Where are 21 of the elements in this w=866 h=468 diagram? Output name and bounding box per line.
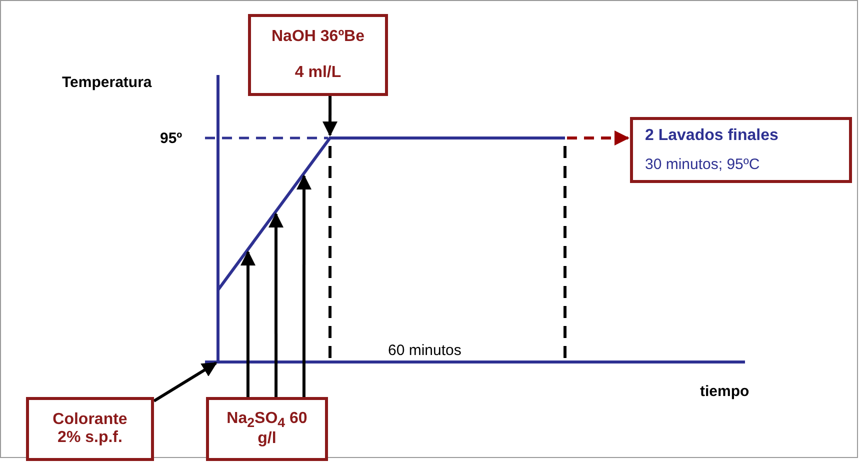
arrow bbox=[322, 96, 338, 136]
box-text: Na$_{2}$SO$_{4}$ 60 g/l bbox=[226, 410, 308, 448]
process-box bbox=[206, 397, 328, 461]
box-text: Colorante 2% s.p.f. bbox=[52, 411, 128, 447]
box-heading: 4 ml/L bbox=[294, 64, 342, 82]
box-text: 30 minutos; 95ºC bbox=[645, 156, 760, 173]
box-heading: 2 Lavados finales bbox=[645, 127, 778, 146]
axis-title: tiempo bbox=[700, 383, 750, 400]
arrow bbox=[296, 174, 312, 397]
temperature-curve bbox=[216, 136, 565, 291]
arrow bbox=[153, 362, 218, 402]
arrow bbox=[240, 250, 256, 397]
axis-title: Temperatura bbox=[62, 74, 152, 91]
process-box bbox=[630, 117, 852, 183]
tick-label: 95º bbox=[160, 130, 182, 147]
arrow bbox=[268, 212, 284, 397]
process-box bbox=[26, 397, 154, 461]
process-box bbox=[248, 14, 388, 96]
arrow bbox=[567, 130, 630, 146]
box-heading: NaOH 36ºBe bbox=[272, 28, 364, 46]
duration-label: 60 minutos bbox=[388, 342, 462, 359]
